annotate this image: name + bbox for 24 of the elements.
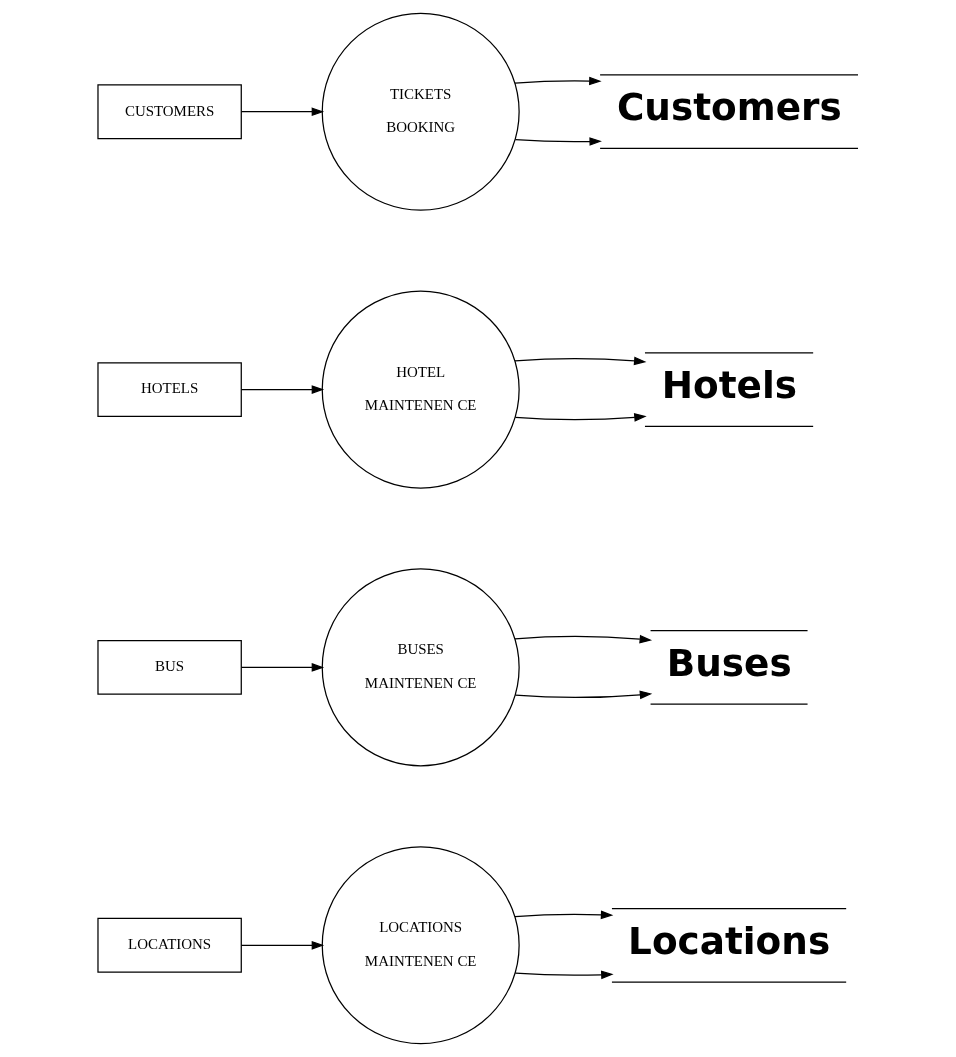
arrow (514, 970, 614, 980)
node-box: CUSTOMERS (97, 84, 242, 140)
arrow (514, 910, 614, 920)
arrow (240, 663, 325, 672)
arrow (240, 107, 325, 117)
arrow (514, 356, 647, 366)
arrow (514, 413, 647, 422)
node-text: Customers (616, 85, 842, 130)
node-circle: HOTEL MAINTENEN CE (321, 290, 520, 489)
arrow (514, 690, 653, 700)
node-text: Locations (628, 918, 831, 963)
node-circle: TICKETS BOOKING (321, 12, 520, 211)
arrow (240, 385, 325, 394)
node-circle: BUSES MAINTENEN CE (321, 568, 520, 767)
arrow (514, 634, 653, 644)
node-text: Buses (666, 641, 792, 686)
arrow (514, 76, 602, 86)
node-box: HOTELS (97, 362, 242, 417)
node-circle: LOCATIONS MAINTENEN CE (321, 846, 520, 1045)
arrow (240, 940, 325, 950)
node-box: BUS (97, 640, 242, 695)
arrow (514, 137, 602, 146)
node-box: LOCATIONS (97, 917, 242, 973)
node-text: Hotels (661, 363, 797, 408)
